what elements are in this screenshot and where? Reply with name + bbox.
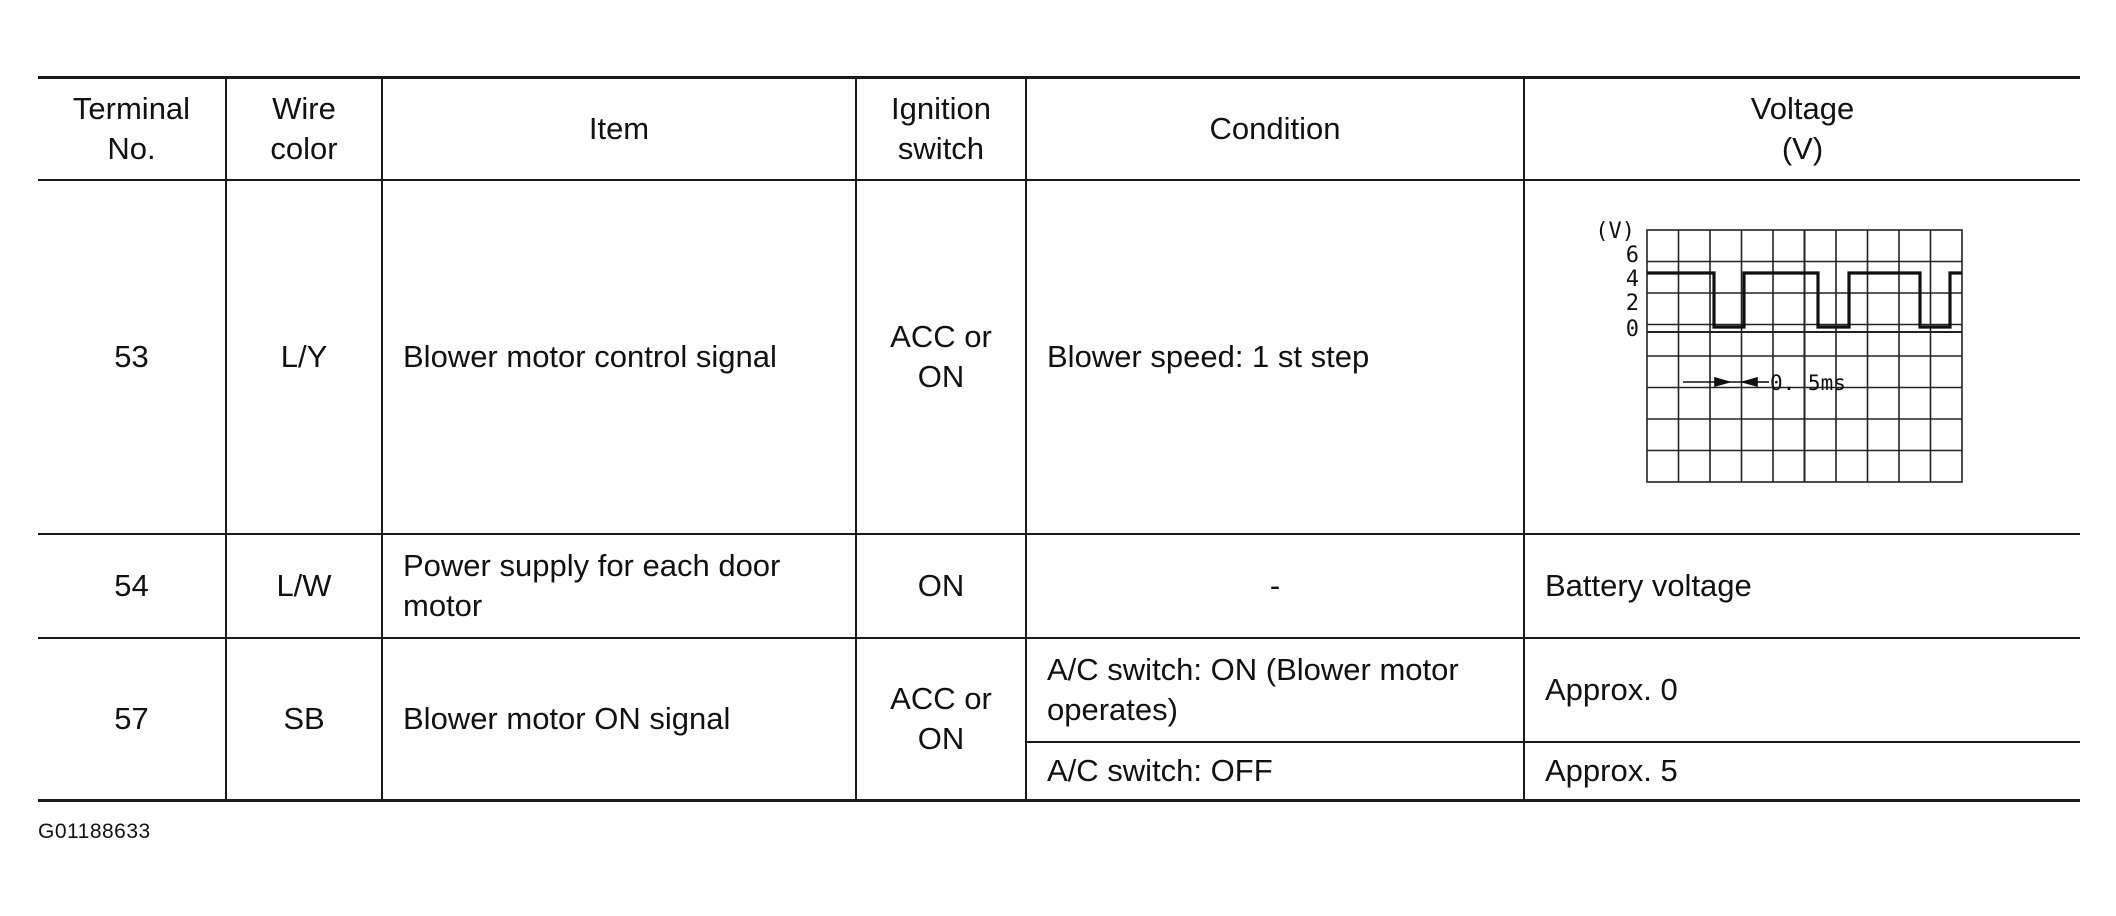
terminal-cell: 53 — [38, 179, 227, 535]
waveform-y-tick-2: 2 — [1626, 291, 1639, 316]
condition-line1: A/C switch: ON (Blower motor — [1047, 652, 1459, 687]
ignition-line1: ACC or — [890, 319, 992, 354]
condition-cell: Blower speed: 1 st step — [1025, 179, 1525, 535]
voltage-cell: Approx. 5 — [1523, 741, 2080, 802]
ignition-cell: ACC or ON — [855, 179, 1027, 535]
waveform-y-labels: (V) 6 4 2 0 — [1595, 219, 1639, 342]
ignition-line1: ACC or — [890, 681, 992, 716]
table-row: A/C switch: OFF Approx. 5 — [38, 741, 2080, 802]
wire-color-cell: L/W — [225, 533, 383, 639]
header-wire-color: Wire color — [225, 76, 383, 181]
item-cell: Blower motor ON signal — [381, 637, 857, 802]
item-line1: Power supply for each door — [403, 548, 781, 583]
waveform-time-label: 0. 5ms — [1770, 371, 1846, 395]
item-line2: motor — [403, 588, 483, 623]
condition-cell: A/C switch: OFF — [1026, 741, 1525, 802]
header-ignition-line2: switch — [897, 131, 985, 166]
waveform-signal-trace — [1647, 271, 1962, 329]
wire-color-cell: SB — [225, 637, 383, 802]
item-cell: Power supply for each door motor — [381, 533, 857, 639]
header-ignition-line1: Ignition — [891, 91, 991, 126]
ignition-cell: ACC or ON — [855, 637, 1027, 802]
table-row: 57 SB Blower motor ON signal ACC or ON A… — [38, 637, 2080, 802]
header-terminal-line2: No. — [107, 131, 156, 166]
terminal-cell: 54 — [38, 533, 227, 639]
header-terminal-line1: Terminal — [72, 91, 191, 126]
waveform-oscilloscope: (V) 6 4 2 0 0. 5ms — [1595, 219, 1963, 483]
figure-code: G01188633 — [38, 820, 151, 843]
header-row: Terminal No. Wire color Item Ignition sw… — [38, 76, 2080, 181]
header-voltage-line1: Voltage — [1750, 91, 1855, 126]
waveform-y-tick-6: 6 — [1626, 243, 1639, 268]
header-wire-line1: Wire — [272, 91, 336, 126]
header-ignition-switch: Ignition switch — [855, 76, 1027, 181]
terminal-cell: 57 — [38, 637, 227, 802]
header-voltage-line2: (V) — [1781, 131, 1824, 166]
header-terminal: Terminal No. — [38, 76, 227, 181]
header-item: Item — [381, 76, 857, 181]
header-voltage: Voltage (V) — [1523, 76, 2080, 181]
waveform-period-marker — [1683, 376, 1769, 388]
wire-color-cell: L/Y — [225, 179, 383, 535]
ignition-line2: ON — [917, 721, 965, 756]
waveform-y-tick-0: 0 — [1626, 317, 1639, 342]
ignition-cell: ON — [855, 533, 1027, 639]
table-row: 54 L/W Power supply for each door motor … — [38, 533, 2080, 639]
voltage-cell: Battery voltage — [1523, 533, 2080, 639]
waveform-y-tick-4: 4 — [1626, 267, 1639, 292]
condition-line2: operates) — [1047, 692, 1178, 727]
table-row: 53 L/Y Blower motor control signal ACC o… — [38, 179, 2080, 535]
terminal-table: Terminal No. Wire color Item Ignition sw… — [38, 76, 2080, 802]
condition-cell: A/C switch: ON (Blower motor operates) — [1025, 637, 1525, 743]
voltage-cell: Approx. 0 — [1523, 637, 2080, 743]
voltage-waveform-cell: (V) 6 4 2 0 0. 5ms — [1523, 179, 2080, 535]
ignition-line2: ON — [917, 359, 965, 394]
item-cell: Blower motor control signal — [381, 179, 857, 535]
header-condition: Condition — [1025, 76, 1525, 181]
header-wire-line2: color — [270, 131, 338, 166]
condition-cell: - — [1025, 533, 1525, 639]
waveform-unit-label: (V) — [1595, 219, 1635, 244]
